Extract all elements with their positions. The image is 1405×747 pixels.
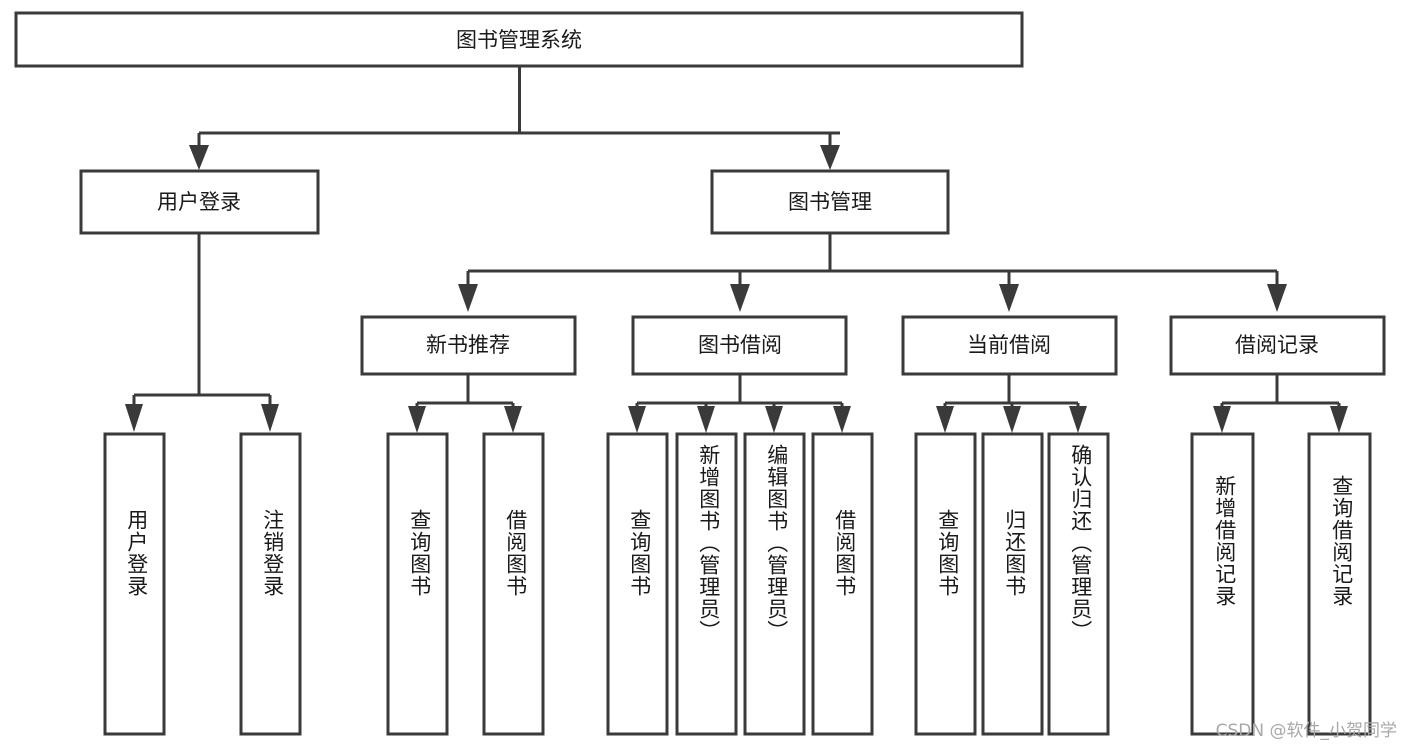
arrow-head-borrow-record: [1267, 284, 1287, 312]
node-box-leaf-return-book[interactable]: [981, 432, 1044, 736]
node-box-leaf-user-login[interactable]: [103, 432, 166, 736]
node-box-leaf-query-book-2[interactable]: [606, 432, 669, 736]
node-label-new-book-recommend: 新书推荐: [426, 333, 510, 357]
arrow-head-leaf-add-record: [1213, 406, 1231, 433]
node-book-management[interactable]: 图书管理: [710, 169, 950, 235]
arrow-head-leaf-query-book-1: [408, 406, 426, 433]
connector-group-book-borrow: [628, 374, 851, 433]
arrow-head-current-borrow: [999, 284, 1019, 312]
node-box-current-borrow[interactable]: [901, 315, 1118, 376]
node-box-leaf-add-record[interactable]: [1190, 432, 1255, 736]
node-label-root: 图书管理系统: [456, 28, 582, 52]
node-box-book-management[interactable]: [710, 169, 950, 235]
arrow-head-leaf-query-record: [1330, 406, 1348, 433]
arrow-head-user-login: [189, 145, 209, 170]
connector-group-new-book-recommend: [408, 374, 522, 433]
arrow-head-new-book-recommend: [458, 284, 478, 312]
arrow-head-leaf-edit-book: [765, 406, 783, 433]
arrow-head-leaf-return-book: [1003, 406, 1021, 433]
node-box-user-login[interactable]: [79, 169, 320, 235]
node-current-borrow[interactable]: 当前借阅: [901, 315, 1118, 376]
node-box-leaf-user-logout[interactable]: [239, 432, 302, 736]
connector-group-user-login: [125, 233, 279, 432]
node-borrow-record[interactable]: 借阅记录: [1169, 315, 1386, 376]
arrow-head-book-borrow: [730, 284, 750, 312]
watermark: CSDN @软件_小贺同学: [1215, 721, 1397, 741]
node-box-leaf-edit-book[interactable]: [743, 432, 806, 736]
node-box-leaf-query-book-1[interactable]: [386, 432, 449, 736]
node-label-book-management: 图书管理: [788, 190, 872, 214]
node-box-book-borrow[interactable]: [631, 315, 848, 376]
node-box-root[interactable]: [14, 11, 1024, 68]
node-box-leaf-borrow-book-1[interactable]: [482, 432, 545, 736]
arrow-head-leaf-confirm-return: [1069, 406, 1087, 433]
node-new-book-recommend[interactable]: 新书推荐: [360, 315, 577, 376]
node-root[interactable]: 图书管理系统: [14, 11, 1024, 68]
connector-group-current-borrow: [936, 374, 1087, 433]
connector-group-book-management: [458, 233, 1287, 312]
node-label-book-borrow: 图书借阅: [698, 333, 782, 357]
arrow-head-leaf-add-book: [697, 406, 715, 433]
arrow-head-book-management: [820, 145, 840, 170]
arrow-head-leaf-borrow-book-1: [504, 406, 522, 433]
node-box-leaf-confirm-return[interactable]: [1047, 432, 1110, 736]
arrow-head-leaf-query-book-3: [936, 406, 954, 433]
arrow-head-leaf-borrow-book-2: [833, 406, 851, 433]
arrow-head-leaf-user-logout: [261, 404, 279, 432]
connector-group-borrow-record: [1213, 374, 1348, 433]
node-box-leaf-query-book-3[interactable]: [914, 432, 977, 736]
node-label-borrow-record: 借阅记录: [1235, 333, 1319, 357]
node-label-current-borrow: 当前借阅: [967, 333, 1051, 357]
arrow-head-leaf-query-book-2: [628, 406, 646, 433]
node-box-leaf-add-book[interactable]: [675, 432, 738, 736]
node-box-borrow-record[interactable]: [1169, 315, 1386, 376]
node-book-borrow[interactable]: 图书借阅: [631, 315, 848, 376]
node-box-leaf-borrow-book-2[interactable]: [811, 432, 874, 736]
node-label-user-login: 用户登录: [157, 190, 241, 214]
connector-group-root: [189, 66, 840, 170]
arrow-head-leaf-user-login: [125, 404, 143, 432]
node-box-leaf-query-record[interactable]: [1307, 432, 1372, 736]
node-box-new-book-recommend[interactable]: [360, 315, 577, 376]
node-user-login[interactable]: 用户登录: [79, 169, 320, 235]
